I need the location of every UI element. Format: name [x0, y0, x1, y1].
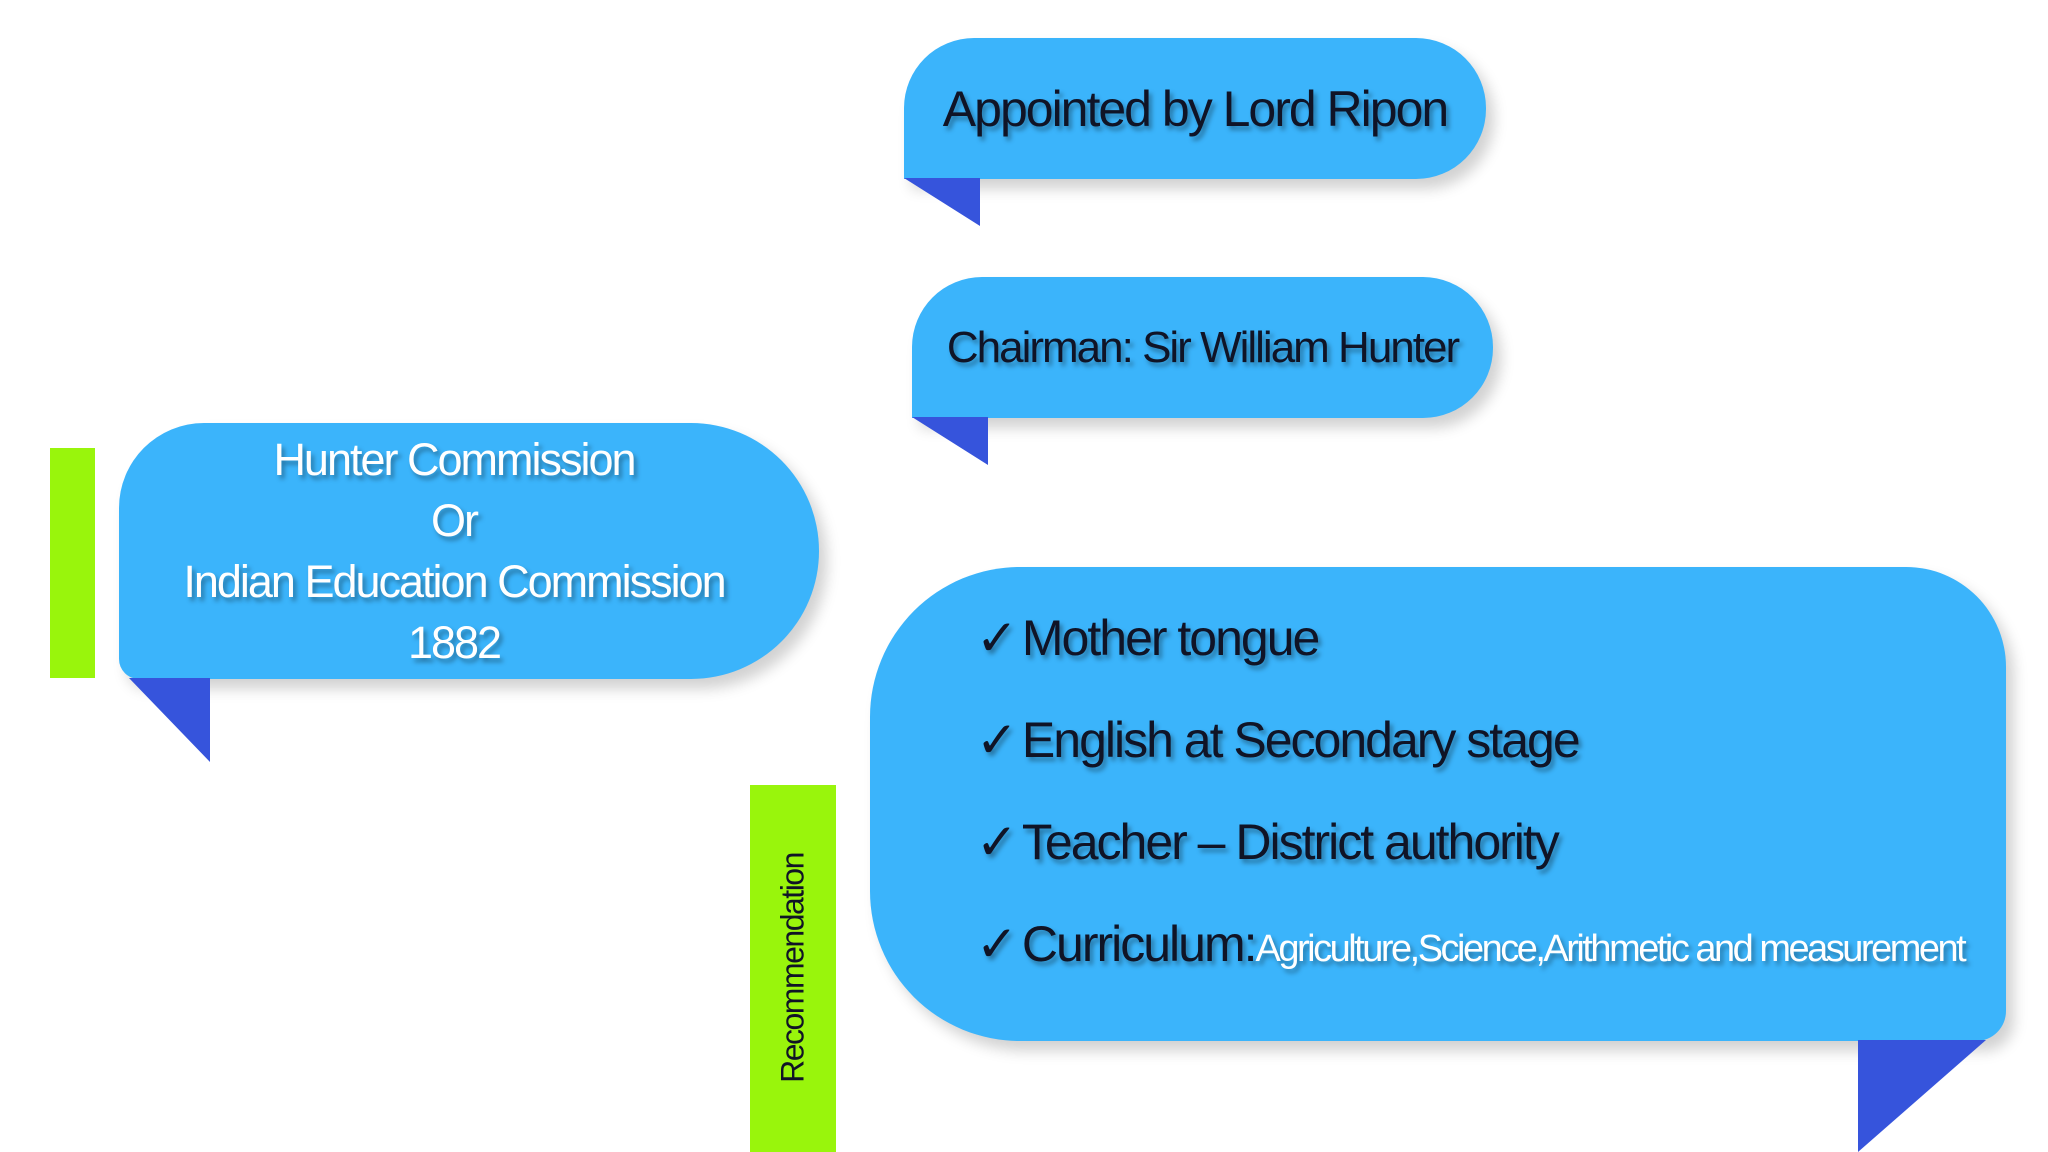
appointed-bubble-tail	[904, 178, 980, 226]
recommendation-item: ✓ English at Secondary stage	[976, 711, 2006, 813]
recommendation-bubble: ✓ Mother tongue ✓ English at Secondary s…	[870, 567, 2006, 1041]
commission-alt-title-line: Indian Education Commission	[183, 556, 726, 607]
curriculum-subjects: Agriculture,Science,Arithmetic and measu…	[1255, 928, 1967, 970]
recommendation-item-text: Teacher – District authority	[1021, 814, 1560, 870]
recommendation-item: ✓ Mother tongue	[976, 609, 2006, 711]
recommendation-item: ✓ Teacher – District authority	[976, 813, 2006, 915]
check-icon: ✓	[976, 711, 1018, 769]
recommendation-item-text: Curriculum:	[1021, 916, 1258, 972]
commission-title-line: Hunter Commission	[273, 434, 636, 485]
chairman-text: Chairman: Sir William Hunter	[946, 322, 1460, 372]
appointed-text: Appointed by Lord Ripon	[942, 80, 1449, 137]
commission-bubble: Hunter Commission Or Indian Education Co…	[119, 423, 819, 679]
commission-or-line: Or	[431, 495, 479, 546]
recommendation-item-text: Mother tongue	[1021, 610, 1320, 666]
recommendation-item-text: English at Secondary stage	[1021, 712, 1581, 768]
check-icon: ✓	[976, 915, 1018, 973]
check-icon: ✓	[976, 609, 1018, 667]
recommendation-bar	[750, 785, 836, 1152]
recommendation-label: Recommendation	[774, 853, 811, 1083]
commission-bubble-tail	[129, 678, 210, 762]
recommendation-bubble-tail	[1858, 1040, 1986, 1152]
commission-accent-bar	[50, 448, 95, 678]
commission-year: 1882	[407, 617, 502, 668]
appointed-bubble: Appointed by Lord Ripon	[904, 38, 1486, 179]
chairman-bubble: Chairman: Sir William Hunter	[912, 277, 1493, 418]
check-icon: ✓	[976, 813, 1018, 871]
recommendation-item: ✓ Curriculum: Agriculture,Science,Arithm…	[976, 915, 2006, 1017]
chairman-bubble-tail	[912, 417, 988, 465]
